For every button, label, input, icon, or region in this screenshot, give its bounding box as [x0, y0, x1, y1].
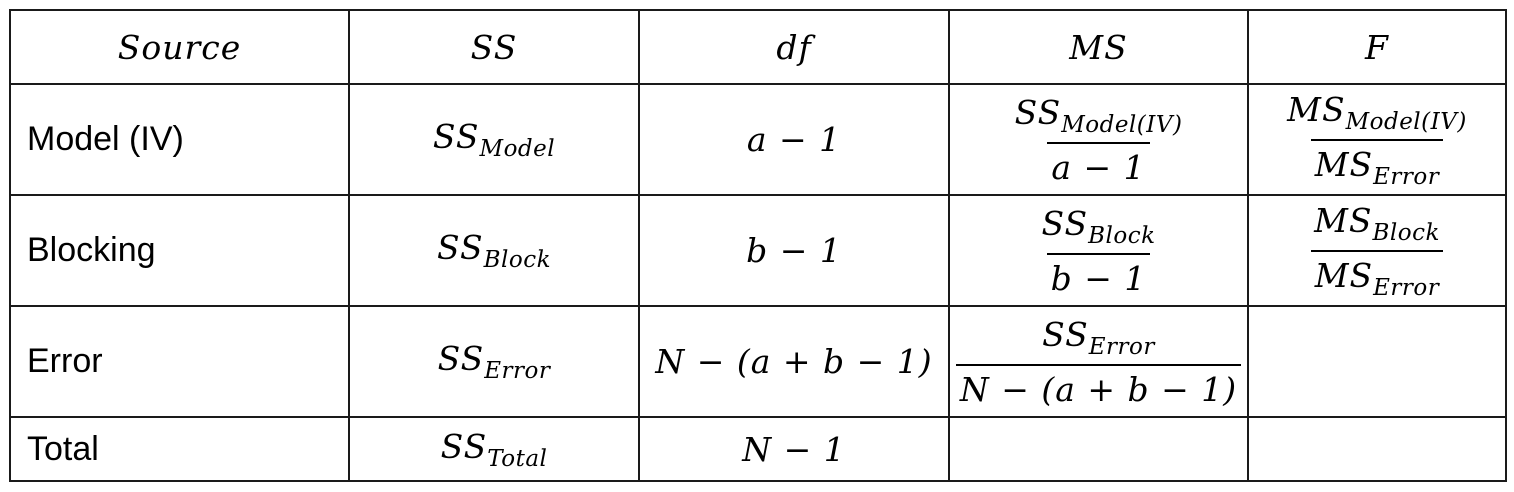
ms-cell: SSBlock b − 1 — [948, 194, 1249, 307]
table-row: Model (IV) SSModel a − 1 SSModel(IV) a −… — [9, 83, 1507, 196]
ss-cell: SSBlock — [348, 194, 640, 307]
header-ms: MS — [948, 9, 1249, 85]
header-ss: SS — [348, 9, 640, 85]
source-cell: Error — [9, 305, 350, 418]
df-cell: N − (a + b − 1) — [638, 305, 950, 418]
ss-cell: SSTotal — [348, 416, 640, 482]
source-cell: Total — [9, 416, 350, 482]
f-cell-empty — [1247, 416, 1507, 482]
df-cell: a − 1 — [638, 83, 950, 196]
ms-cell: SSModel(IV) a − 1 — [948, 83, 1249, 196]
source-cell: Blocking — [9, 194, 350, 307]
header-f: F — [1247, 9, 1507, 85]
table-row: Total SSTotal N − 1 — [9, 416, 1507, 482]
f-cell-empty — [1247, 305, 1507, 418]
df-cell: N − 1 — [638, 416, 950, 482]
header-source: Source — [9, 9, 350, 85]
f-fraction: MSModel(IV) MSError — [1287, 89, 1467, 190]
f-cell: MSModel(IV) MSError — [1247, 83, 1507, 196]
source-cell: Model (IV) — [9, 83, 350, 196]
table-row: Error SSError N − (a + b − 1) SSError N … — [9, 305, 1507, 418]
header-df: df — [638, 9, 950, 85]
ms-fraction: SSBlock b − 1 — [1041, 203, 1156, 298]
anova-table: Source SS df MS F Model (IV) SSModel a −… — [9, 9, 1507, 482]
header-row: Source SS df MS F — [9, 9, 1507, 85]
ms-fraction: SSError N − (a + b − 1) — [955, 315, 1242, 409]
ss-cell: SSError — [348, 305, 640, 418]
ms-cell: SSError N − (a + b − 1) — [948, 305, 1249, 418]
df-cell: b − 1 — [638, 194, 950, 307]
ms-fraction: SSModel(IV) a − 1 — [1014, 92, 1183, 187]
f-fraction: MSBlock MSError — [1310, 201, 1444, 301]
ss-cell: SSModel — [348, 83, 640, 196]
f-cell: MSBlock MSError — [1247, 194, 1507, 307]
ms-cell-empty — [948, 416, 1249, 482]
table-row: Blocking SSBlock b − 1 SSBlock b − 1 MSB… — [9, 194, 1507, 307]
